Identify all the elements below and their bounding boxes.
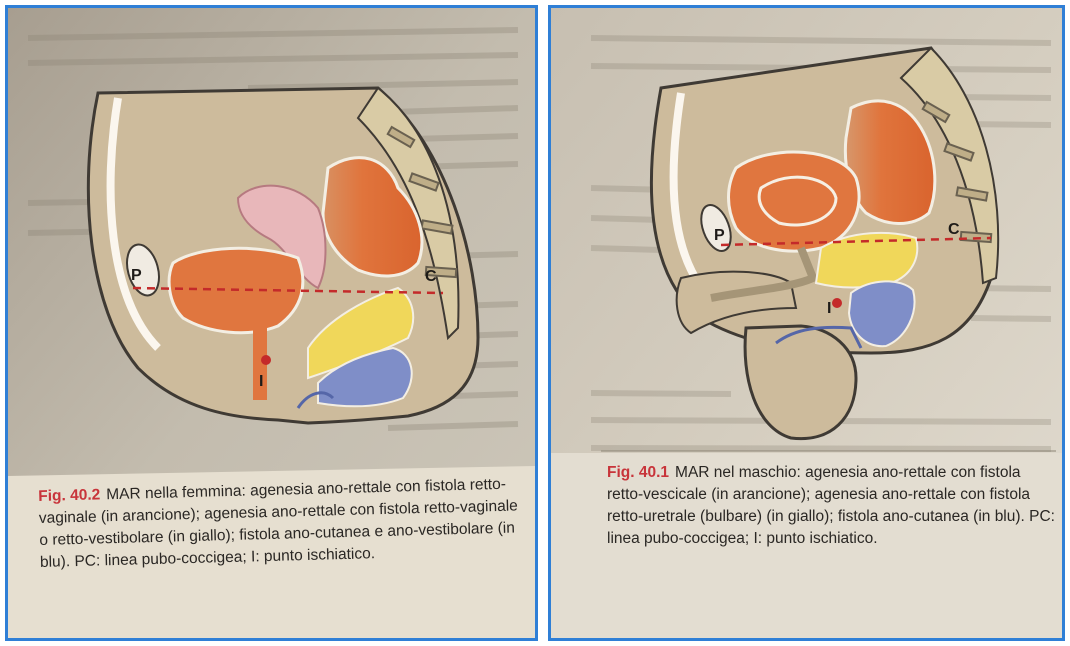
figure-number: Fig. 40.1	[607, 464, 669, 481]
label-i: I	[827, 300, 831, 317]
label-i: I	[259, 373, 263, 390]
label-p: P	[714, 227, 725, 244]
ischial-point-marker	[261, 355, 271, 365]
label-p: P	[131, 267, 142, 284]
ischial-point-marker	[832, 298, 842, 308]
caption-text: MAR nel maschio: agenesia ano-rettale co…	[607, 464, 1055, 547]
figure-number: Fig. 40.2	[38, 486, 100, 505]
caption-text: MAR nella femmina: agenesia ano-rettale …	[39, 476, 518, 571]
bladder	[729, 152, 860, 251]
label-c: C	[425, 268, 437, 285]
label-c: C	[948, 221, 960, 238]
